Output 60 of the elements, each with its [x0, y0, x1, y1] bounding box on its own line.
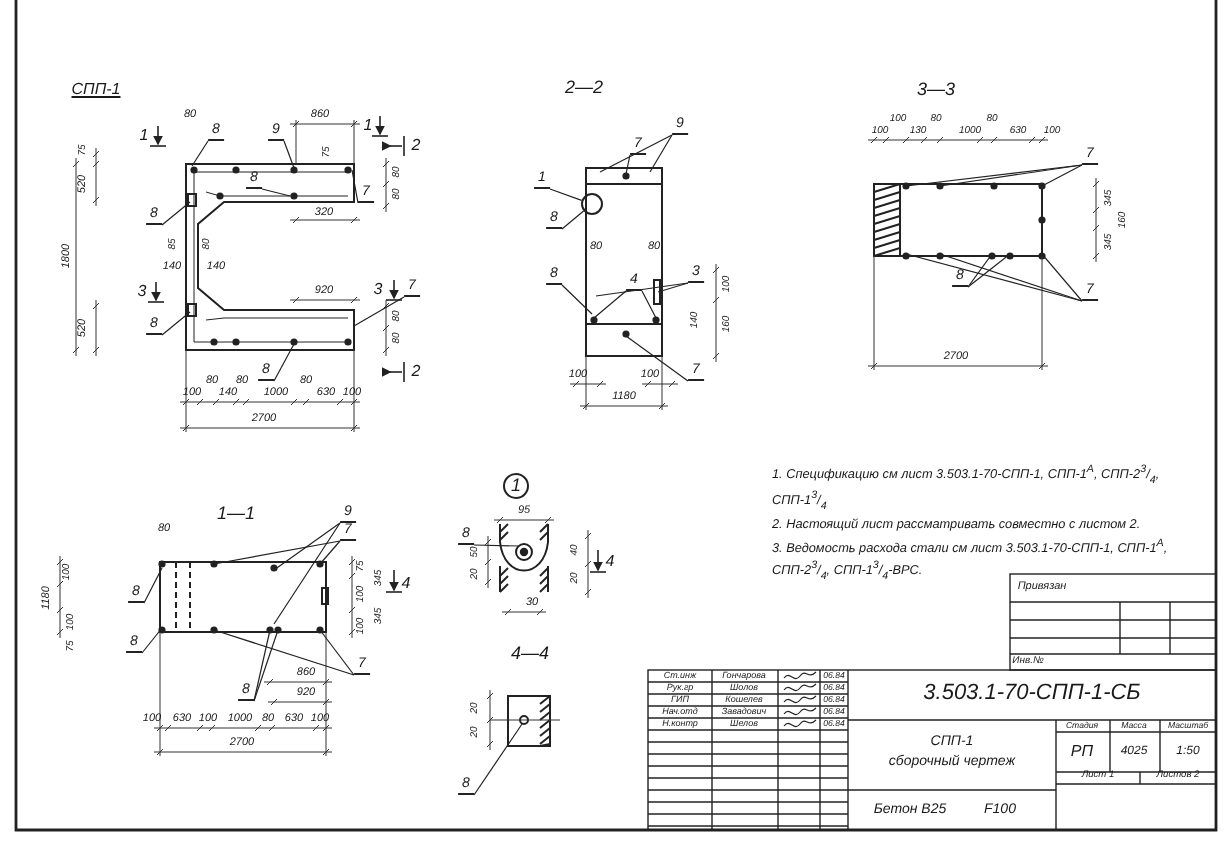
- leader-line: [967, 253, 993, 288]
- leader-line: [625, 335, 689, 382]
- leader-line: [473, 723, 523, 796]
- section-mark-label: 1: [139, 128, 149, 144]
- leader-line: [939, 253, 1083, 302]
- leader-line: [649, 134, 673, 173]
- cross-section-drawing: [585, 167, 663, 357]
- leader-line: [939, 164, 1083, 187]
- section-mark-label: 2: [411, 138, 421, 154]
- leader-line: [319, 629, 355, 676]
- leader-line: [473, 544, 519, 547]
- view-title: СПП-1: [71, 82, 121, 98]
- leader-line: [191, 140, 209, 167]
- leader-line: [143, 567, 163, 604]
- leader-line: [141, 627, 163, 654]
- detail-marker: 1: [503, 473, 529, 499]
- leader-line: [213, 629, 355, 676]
- leader-line: [161, 201, 191, 226]
- leader-line: [593, 290, 627, 319]
- leader-line: [1041, 164, 1083, 187]
- leader-line: [353, 296, 405, 327]
- leader-line: [273, 343, 295, 382]
- leader-line: [641, 290, 657, 319]
- view-title: 3—3: [917, 81, 955, 99]
- leader-line: [549, 188, 583, 201]
- leader-line: [273, 522, 341, 625]
- cross-section-drawing: [507, 695, 551, 747]
- leader-line: [319, 540, 341, 565]
- leader-line: [967, 253, 1011, 288]
- section-mark-label: 3: [373, 282, 383, 298]
- leader-line: [599, 134, 673, 173]
- leader-line: [213, 540, 341, 565]
- view-title: 2—2: [565, 79, 603, 97]
- view-title: 1—1: [217, 505, 255, 523]
- leader-line: [273, 522, 341, 571]
- section-mark-label: 4: [401, 576, 411, 592]
- detail-circle: [581, 193, 603, 215]
- section-mark-label: 1: [363, 118, 373, 134]
- leader-line: [595, 282, 689, 297]
- stage-value: РП: [1070, 744, 1094, 760]
- leader-line: [253, 629, 271, 702]
- drawing-code: 3.503.1-70-СПП-1-СБ: [923, 683, 1141, 705]
- section-mark-label: 3: [137, 284, 147, 300]
- view-title: 4—4: [511, 645, 549, 663]
- leader-line: [625, 154, 631, 175]
- leader-line: [1041, 253, 1083, 302]
- leader-line: [561, 284, 593, 315]
- cross-section-drawing: [158, 560, 329, 634]
- leader-line: [283, 140, 295, 169]
- leader-line: [253, 629, 279, 702]
- section-mark-label: 2: [411, 364, 421, 380]
- cross-section-drawing: [873, 182, 1046, 260]
- leader-line: [351, 169, 359, 204]
- frame-elevation-drawing: [185, 163, 355, 351]
- section-mark-label: 4: [605, 554, 615, 570]
- leader-line: [261, 188, 291, 197]
- leader-line: [561, 210, 585, 230]
- leader-line: [161, 311, 191, 336]
- notch-detail-drawing: [499, 523, 549, 593]
- leader-line: [657, 282, 689, 293]
